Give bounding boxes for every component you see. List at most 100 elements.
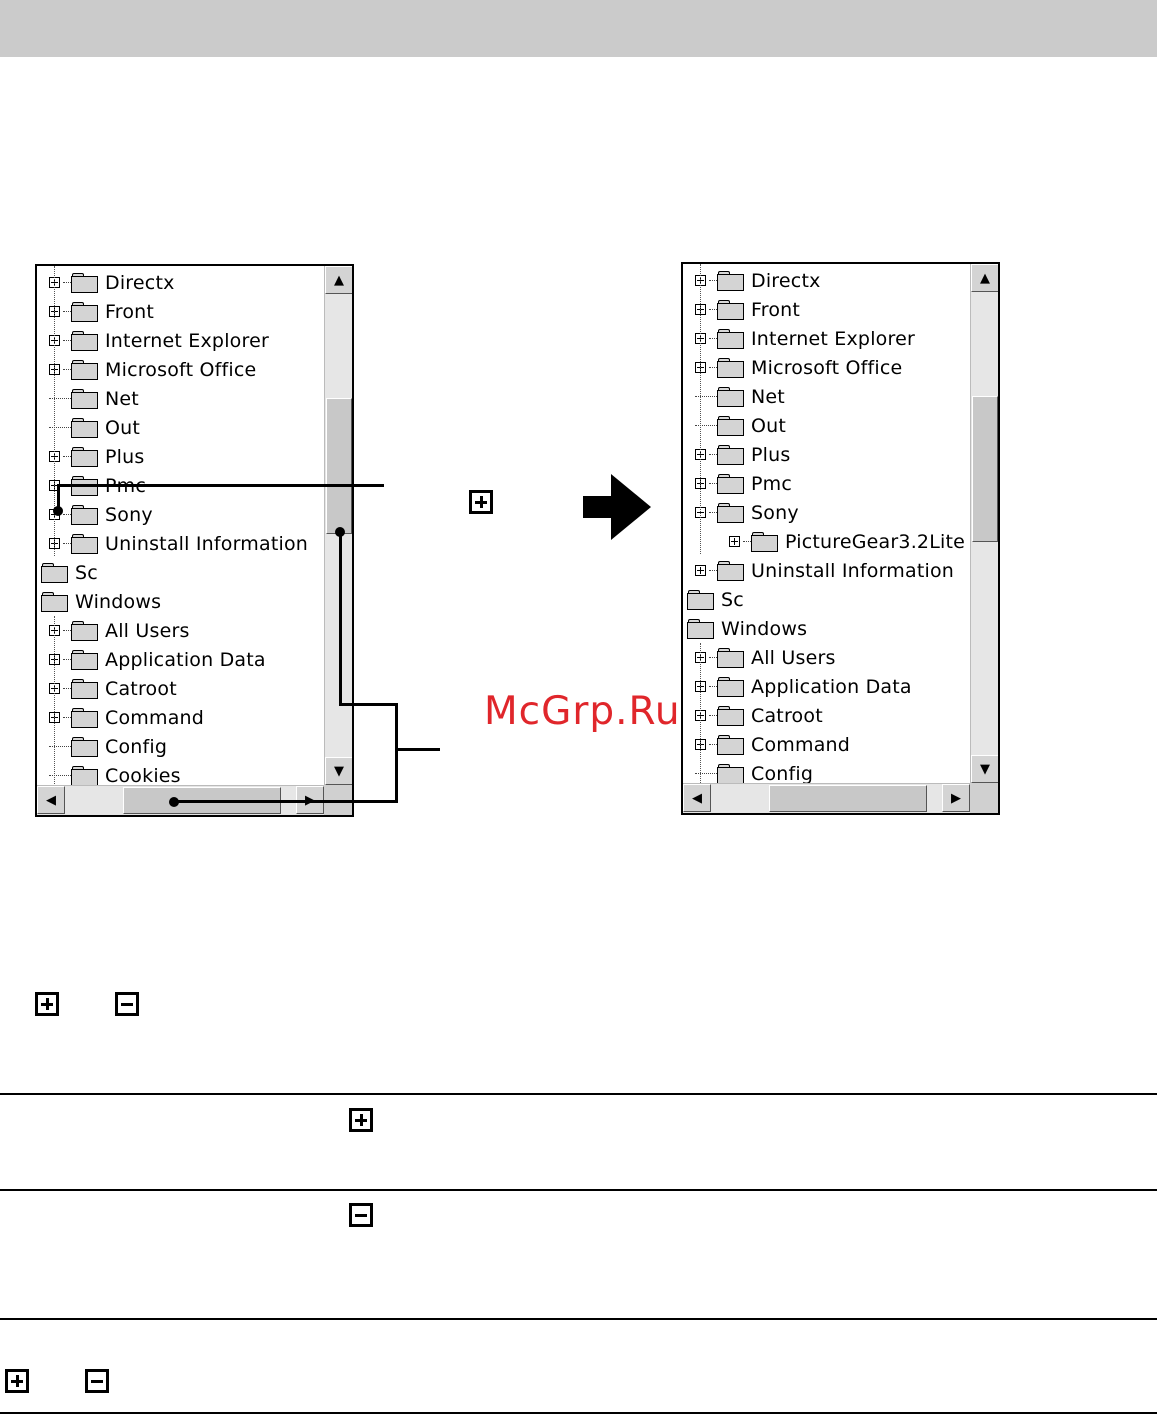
- tree-item[interactable]: Directx: [695, 266, 821, 295]
- tree-item[interactable]: Internet Explorer: [49, 326, 269, 355]
- tree-item-label: Internet Explorer: [751, 327, 915, 350]
- tree-item[interactable]: Net: [49, 384, 139, 413]
- tree-item-label: Cookies: [105, 764, 181, 786]
- tree-item-label: Catroot: [105, 677, 177, 700]
- tree-item[interactable]: Front: [695, 295, 800, 324]
- scroll-down-button[interactable]: ▼: [325, 757, 352, 785]
- tree-item-label: Config: [751, 762, 814, 784]
- folder-icon: [687, 590, 714, 610]
- tree-item[interactable]: Microsoft Office: [49, 355, 256, 384]
- tree-connector: [743, 541, 751, 542]
- expand-toggle-icon[interactable]: [695, 565, 706, 576]
- tree-item-label: Net: [751, 385, 785, 408]
- vertical-scroll-thumb[interactable]: [972, 396, 998, 542]
- tree-connector: [49, 398, 71, 399]
- tree-item-label: Net: [105, 387, 139, 410]
- tree-item-label: Config: [105, 735, 168, 758]
- folder-icon: [71, 737, 98, 757]
- tree-connector: [63, 340, 71, 341]
- tree-item-label: Command: [751, 733, 851, 756]
- horizontal-scroll-thumb[interactable]: [769, 785, 927, 812]
- tree-item[interactable]: Uninstall Information: [695, 556, 954, 585]
- tree-item[interactable]: Application Data: [695, 672, 912, 701]
- folder-icon: [717, 706, 744, 726]
- tree-item[interactable]: Directx: [49, 268, 175, 297]
- folder-icon: [717, 735, 744, 755]
- folder-icon: [717, 271, 744, 291]
- tree-connector: [63, 543, 71, 544]
- folder-icon: [717, 677, 744, 697]
- tree-item-label: Plus: [105, 445, 145, 468]
- tree-item[interactable]: Config: [695, 759, 813, 783]
- tree-item[interactable]: Windows: [687, 614, 807, 643]
- tree-item[interactable]: Command: [695, 730, 850, 759]
- tree-guide-line: [700, 264, 701, 554]
- folder-icon: [71, 766, 98, 785]
- tree-item[interactable]: Pmc: [695, 469, 792, 498]
- tree-item[interactable]: Sc: [41, 558, 98, 587]
- tree-item[interactable]: All Users: [695, 643, 836, 672]
- scroll-down-button[interactable]: ▼: [971, 755, 998, 783]
- scroll-left-button[interactable]: ◀: [37, 786, 65, 814]
- tree-item[interactable]: Uninstall Information: [49, 529, 308, 558]
- tree-item[interactable]: All Users: [49, 616, 190, 645]
- tree-item[interactable]: Catroot: [695, 701, 823, 730]
- tree-item[interactable]: Microsoft Office: [695, 353, 902, 382]
- tree-item-label: Microsoft Office: [751, 356, 903, 379]
- tree-connector: [49, 746, 71, 747]
- tree-item-label: All Users: [751, 646, 836, 669]
- tree-item[interactable]: Sony: [695, 498, 799, 527]
- tree-item[interactable]: Sc: [687, 585, 744, 614]
- scroll-up-button[interactable]: ▲: [325, 266, 352, 294]
- tree-item[interactable]: Config: [49, 732, 167, 761]
- tree-connector: [63, 282, 71, 283]
- plus-box-icon: [5, 1369, 29, 1393]
- tree-item[interactable]: Application Data: [49, 645, 266, 674]
- header-bar: [0, 0, 1157, 57]
- vertical-scrollbar[interactable]: ▲ ▼: [324, 266, 352, 785]
- tree-item-label: Application Data: [105, 648, 266, 671]
- right-arrow-icon: [583, 474, 651, 540]
- tree-item[interactable]: Windows: [41, 587, 161, 616]
- tree-connector: [709, 686, 717, 687]
- watermark: McGrp.Ru: [484, 689, 681, 734]
- folder-icon: [71, 621, 98, 641]
- tree-item[interactable]: Command: [49, 703, 204, 732]
- tree-item[interactable]: Plus: [695, 440, 790, 469]
- folder-icon: [717, 503, 744, 523]
- horizontal-scrollbar[interactable]: ◀ ▶: [683, 783, 970, 813]
- tree-item-label: Plus: [751, 443, 791, 466]
- callout-line-scrollbars: [395, 703, 398, 803]
- tree-item[interactable]: Internet Explorer: [695, 324, 915, 353]
- tree-item[interactable]: Out: [49, 413, 140, 442]
- folder-icon: [71, 679, 98, 699]
- tree-item-label: Sc: [75, 561, 98, 584]
- tree-item[interactable]: PictureGear3.2Lite: [729, 527, 965, 556]
- tree-item-label: Sony: [751, 501, 799, 524]
- tree-item[interactable]: Out: [695, 411, 786, 440]
- table-rule: [0, 1412, 1157, 1414]
- plus-box-icon: [469, 490, 493, 514]
- tree-item[interactable]: Cookies: [49, 761, 181, 785]
- expand-toggle-icon[interactable]: [729, 536, 740, 547]
- folder-icon: [717, 445, 744, 465]
- scroll-left-button[interactable]: ◀: [683, 784, 711, 812]
- vertical-scroll-thumb[interactable]: [326, 398, 352, 534]
- tree-item[interactable]: Catroot: [49, 674, 177, 703]
- vertical-scrollbar[interactable]: ▲ ▼: [970, 264, 998, 783]
- callout-line-toggle: [57, 484, 60, 511]
- tree-item-label: PictureGear3.2Lite: [785, 530, 966, 553]
- callout-line-scrollbars: [339, 531, 342, 706]
- tree-item[interactable]: Net: [695, 382, 785, 411]
- folder-icon: [41, 563, 68, 583]
- tree-item[interactable]: Sony: [49, 500, 153, 529]
- tree-item[interactable]: Plus: [49, 442, 144, 471]
- scroll-up-button[interactable]: ▲: [971, 264, 998, 292]
- scroll-right-button[interactable]: ▶: [942, 784, 970, 812]
- tree-item[interactable]: Front: [49, 297, 154, 326]
- tree-connector: [709, 367, 717, 368]
